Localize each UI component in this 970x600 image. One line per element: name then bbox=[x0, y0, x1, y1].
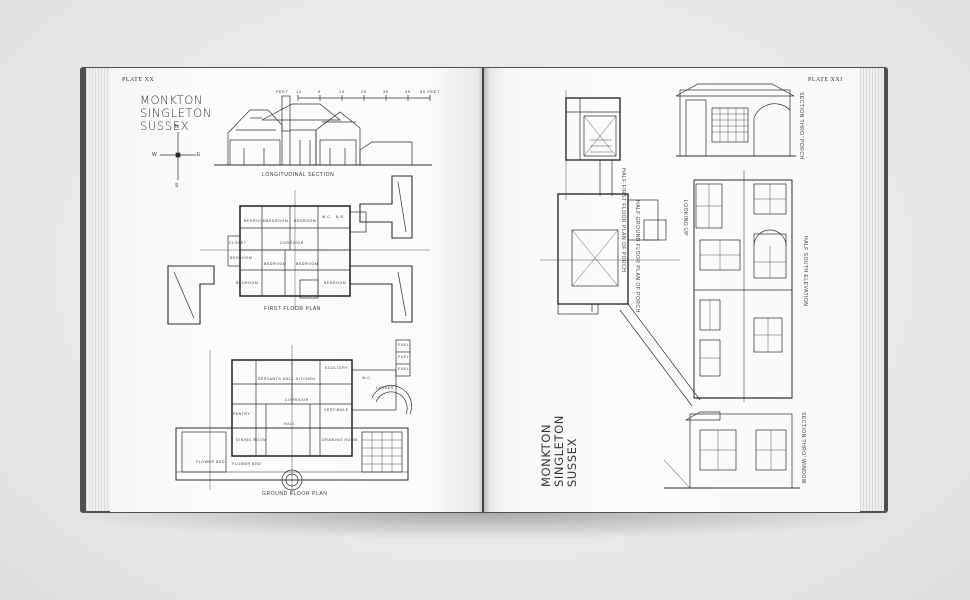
half-ground-floor-plan-drawing bbox=[540, 160, 701, 407]
caption-longitudinal-section: LONGITUDINAL SECTION bbox=[262, 172, 335, 178]
caption-section-porch: SECTION THRO' PORCH bbox=[798, 92, 804, 160]
scale-tick: 40 bbox=[405, 89, 411, 94]
room-label: SCULLERY bbox=[325, 366, 349, 370]
room-label: LARDER bbox=[376, 386, 394, 390]
scale-label: FEET bbox=[276, 89, 289, 94]
page-edges-left bbox=[86, 68, 112, 511]
room-label: SERVANTS HALL bbox=[258, 377, 295, 381]
scale-tick: 0 bbox=[318, 89, 321, 94]
scale-tick: 10 bbox=[296, 89, 302, 94]
compass-west: W bbox=[152, 152, 158, 158]
room-label: BEDROOM bbox=[230, 256, 253, 260]
right-page-title: MONKTON SINGLETON SUSSEX bbox=[539, 415, 579, 487]
room-label: W.C. bbox=[322, 215, 332, 219]
plate-number-right: PLATE XXI bbox=[808, 77, 843, 83]
room-label: BEDROOM bbox=[294, 219, 317, 223]
room-label: B.R. bbox=[336, 215, 346, 219]
title-line: MONKTON bbox=[140, 93, 204, 107]
room-label: VESTIBULE bbox=[324, 408, 349, 412]
room-label: HALL bbox=[284, 422, 296, 426]
caption-section-window: SECTION THRO' WINDOW bbox=[800, 412, 806, 484]
scale-tick: 30 bbox=[383, 89, 389, 94]
compass-icon bbox=[160, 132, 196, 180]
title-line: SUSSEX bbox=[565, 437, 579, 487]
room-label: KITCHEN bbox=[296, 377, 316, 381]
section-porch-drawing bbox=[675, 83, 796, 157]
room-label: FUEL bbox=[398, 343, 410, 347]
room-label: FLOWER BED bbox=[196, 460, 226, 464]
room-label: BEDROOM bbox=[236, 281, 259, 285]
room-label: DINING ROOM bbox=[236, 438, 267, 442]
caption-looking-up: LOOKING UP bbox=[682, 200, 688, 237]
caption-ground-floor-plan: GROUND FLOOR PLAN bbox=[262, 491, 328, 497]
plate-number-left: PLATE XX bbox=[122, 77, 155, 83]
room-label: CLOSET bbox=[229, 241, 247, 245]
room-label: BEDROOM bbox=[296, 262, 319, 266]
left-page bbox=[110, 68, 482, 512]
room-label: PANTRY bbox=[233, 412, 251, 416]
caption-half-ground-floor: HALF GROUND FLOOR PLAN OF PORCH bbox=[634, 200, 640, 313]
compass-south: S bbox=[175, 183, 179, 189]
compass-east: E bbox=[197, 152, 201, 158]
scale-tick: 10 bbox=[339, 89, 345, 94]
left-page-title: MONKTON SINGLETON SUSSEX bbox=[140, 94, 212, 133]
room-label: BEDROOM bbox=[324, 281, 347, 285]
right-page bbox=[484, 68, 860, 512]
room-label: FUEL bbox=[398, 367, 410, 371]
compass-north: N bbox=[175, 124, 180, 130]
scale-tick: 50 FEET bbox=[420, 89, 440, 94]
page-edges-right bbox=[858, 68, 884, 511]
room-label: CORRIDOR bbox=[285, 398, 309, 402]
longitudinal-section-drawing bbox=[214, 95, 432, 166]
room-label: BEDROOM bbox=[244, 219, 267, 223]
section-window-drawing bbox=[663, 411, 800, 489]
room-label: BEDROOM bbox=[264, 262, 287, 266]
scale-bar bbox=[297, 95, 431, 101]
room-label: FLOWER BED bbox=[232, 462, 262, 466]
title-line: SUSSEX bbox=[140, 119, 190, 133]
room-label: CORRIDOR bbox=[280, 241, 304, 245]
room-label: BEDROOM bbox=[266, 219, 289, 223]
ground-floor-plan-drawing bbox=[175, 339, 412, 495]
caption-half-south-elevation: HALF SOUTH ELEVATION bbox=[802, 236, 808, 307]
scale-tick: 20 bbox=[361, 89, 367, 94]
room-label: FUEL bbox=[398, 355, 410, 359]
room-label: W.C. bbox=[362, 376, 372, 380]
room-label: DRAWING ROOM bbox=[322, 438, 358, 442]
half-south-elevation-drawing bbox=[693, 170, 793, 402]
caption-first-floor-plan: FIRST FLOOR PLAN bbox=[264, 306, 322, 312]
caption-half-first-floor: HALF FIRST FLOOR PLAN OF PORCH bbox=[620, 168, 626, 273]
half-first-floor-plan-drawing bbox=[565, 90, 621, 200]
book-gutter bbox=[478, 68, 490, 512]
first-floor-plan-drawing bbox=[167, 175, 430, 325]
title-line: SINGLETON bbox=[140, 106, 212, 120]
